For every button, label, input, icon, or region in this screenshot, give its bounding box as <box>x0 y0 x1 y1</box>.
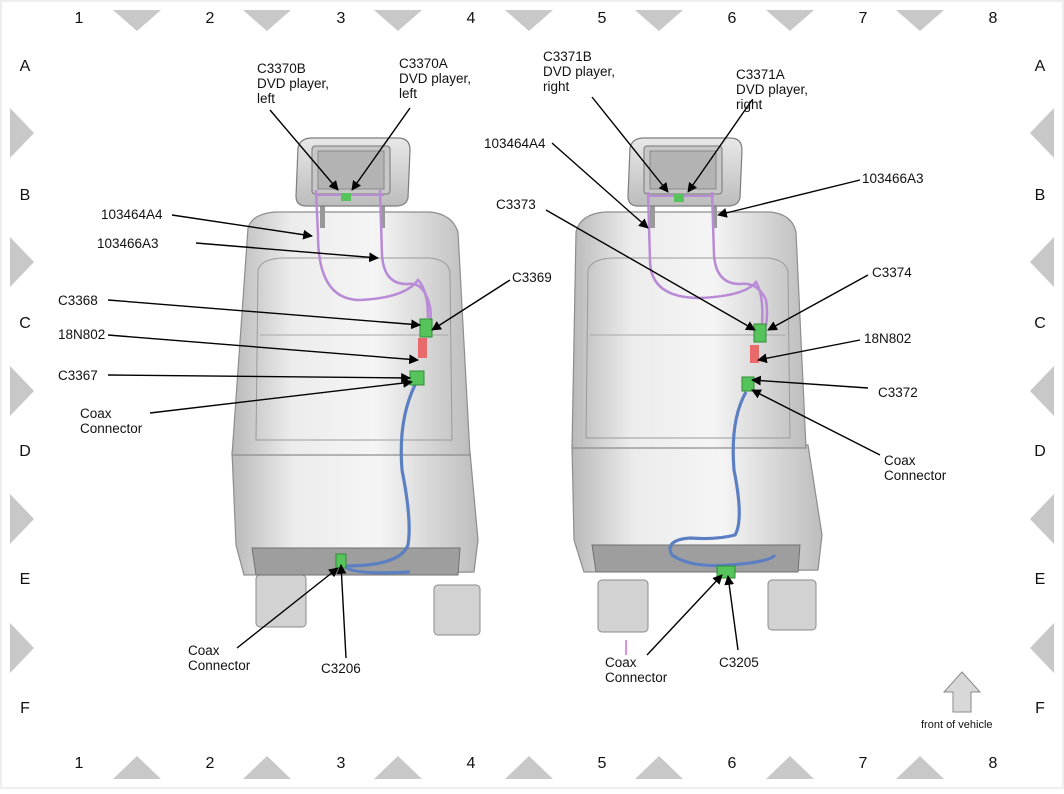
grid-col-top-5: 5 <box>597 10 607 27</box>
grid-col-top-6: 6 <box>727 10 737 27</box>
grid-row-right-f: F <box>1035 700 1045 717</box>
left-seat-connectors <box>335 193 433 569</box>
callout-c3370a: C3370A DVD player, left <box>399 56 472 101</box>
left-grid-markers <box>10 108 34 673</box>
callout-c3205: C3205 <box>719 655 759 670</box>
callout-c3374: C3374 <box>872 265 912 280</box>
grid-col-bottom-6: 6 <box>727 755 737 772</box>
callout-c3370b: C3370B DVD player, left <box>257 61 330 106</box>
callout-c3373: C3373 <box>496 197 536 212</box>
callout-c3206: C3206 <box>321 661 361 676</box>
callout-c3367: C3367 <box>58 368 98 383</box>
left-seat-wiring <box>314 189 432 575</box>
grid-row-right-c: C <box>1034 315 1046 332</box>
callout-right-coax-upper: Coax Connector <box>884 453 947 483</box>
grid-col-top-7: 7 <box>858 10 868 27</box>
callout-c3371b: C3371B DVD player, right <box>543 49 616 94</box>
grid-row-left-b: B <box>19 187 31 204</box>
left-seat-illustration <box>231 137 481 636</box>
callout-left-coax-upper: Coax Connector <box>80 406 143 436</box>
grid-col-bottom-2: 2 <box>205 755 215 772</box>
right-leader-lines <box>545 96 881 656</box>
front-of-vehicle-label: front of vehicle <box>921 719 993 731</box>
callout-left-103464a4: 103464A4 <box>101 207 163 222</box>
grid-col-bottom-8: 8 <box>988 755 998 772</box>
callout-right-18n802: 18N802 <box>864 331 912 346</box>
grid-col-bottom-7: 7 <box>858 755 868 772</box>
grid-col-top-2: 2 <box>205 10 215 27</box>
grid-row-left-e: E <box>19 571 31 588</box>
callout-c3371a: C3371A DVD player, right <box>736 67 809 112</box>
right-seat-illustration <box>571 137 823 633</box>
grid-col-bottom-5: 5 <box>597 755 607 772</box>
callout-right-103466a3: 103466A3 <box>862 171 924 186</box>
callout-right-103464a4: 103464A4 <box>484 136 546 151</box>
grid-row-left-f: F <box>20 700 30 717</box>
up-arrow-icon <box>942 671 982 713</box>
callout-left-103466a3: 103466A3 <box>97 236 159 251</box>
callout-right-coax-lower: Coax Connector <box>605 655 668 685</box>
right-seat-connectors <box>674 194 767 579</box>
grid-col-top-4: 4 <box>466 10 476 27</box>
callout-c3369: C3369 <box>512 270 552 285</box>
bottom-grid-markers <box>113 756 944 779</box>
right-grid-markers <box>1030 108 1054 673</box>
grid-col-top-3: 3 <box>336 10 346 27</box>
grid-col-top-1: 1 <box>74 10 84 27</box>
left-leader-lines <box>107 107 511 659</box>
top-grid-markers <box>113 10 944 31</box>
grid-row-right-e: E <box>1034 571 1046 588</box>
grid-row-right-a: A <box>1034 58 1046 75</box>
grid-row-left-c: C <box>19 315 31 332</box>
grid-col-bottom-1: 1 <box>74 755 84 772</box>
grid-row-right-b: B <box>1034 187 1046 204</box>
grid-row-left-a: A <box>19 58 31 75</box>
callout-c3368: C3368 <box>58 293 98 308</box>
grid-row-right-d: D <box>1034 443 1046 460</box>
callout-left-18n802: 18N802 <box>58 327 106 342</box>
grid-row-left-d: D <box>19 443 31 460</box>
grid-col-bottom-3: 3 <box>336 755 346 772</box>
callout-c3372: C3372 <box>878 385 918 400</box>
grid-col-bottom-4: 4 <box>466 755 476 772</box>
grid-col-top-8: 8 <box>988 10 998 27</box>
callout-left-coax-lower: Coax Connector <box>188 643 251 673</box>
